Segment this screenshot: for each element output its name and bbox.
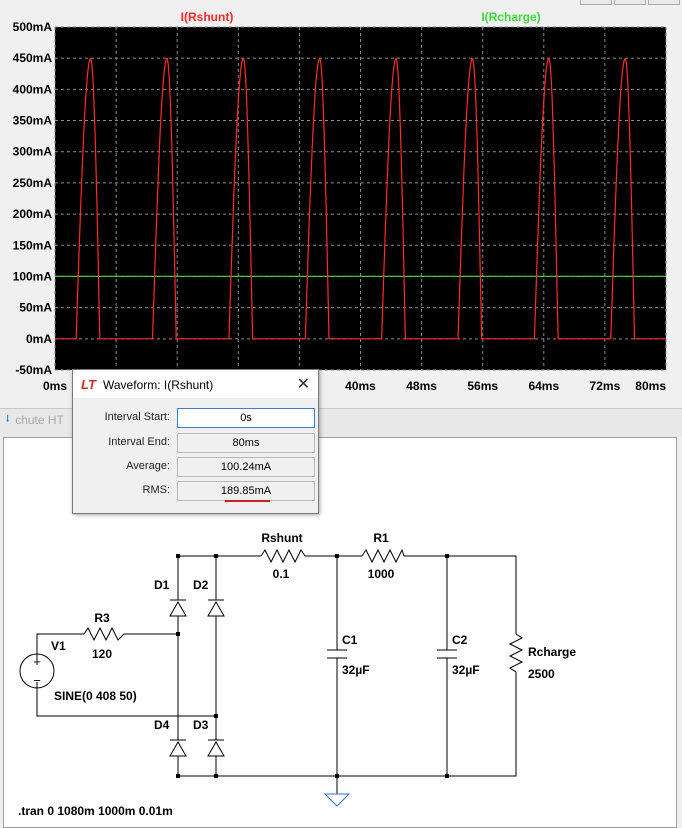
diode-d1[interactable] [169,600,187,617]
y-axis-ticks: 500mA 450mA 400mA 350mA 300mA 250mA 200mA 150mA… [13,20,53,377]
label-rshunt[interactable]: Rshunt [261,531,302,545]
schematic-tab-label: chute HT [15,413,64,427]
close-window-button[interactable] [648,0,680,5]
label-r3[interactable]: R3 [94,611,110,625]
x-tick-label: 40ms [345,379,376,393]
value-c1[interactable]: 32µF [342,663,370,677]
dialog-title-bar[interactable]: LT Waveform: I(Rshunt) ✕ [73,370,318,398]
spice-directive[interactable]: .tran 0 1080m 1000m 0.01m [18,804,173,818]
junction-dot [176,554,180,558]
window-controls [572,0,682,5]
x-tick-label: 64ms [528,379,559,393]
rms-highlight-underline [225,500,270,502]
dialog-title: Waveform: I(Rshunt) [103,378,214,392]
value-c2[interactable]: 32µF [452,663,480,677]
label-r1[interactable]: R1 [373,531,389,545]
x-tick-label: 56ms [467,379,498,393]
interval-end-field[interactable]: 80ms [177,433,315,453]
junction-dot [176,632,180,636]
y-tick-label: 350mA [13,114,53,128]
y-tick-label: 150mA [13,238,53,252]
junction-dot [176,774,180,778]
interval-start-label: Interval Start: [104,411,170,423]
rms-row: RMS: 189.85mA [73,481,318,501]
wire[interactable] [178,672,517,777]
junction-dot [214,554,218,558]
wire[interactable] [36,682,216,717]
value-r1[interactable]: 1000 [368,567,395,581]
interval-end-label: Interval End: [108,436,170,448]
y-tick-label: 50mA [19,301,52,315]
value-r3[interactable]: 120 [92,647,112,661]
voltage-source-v1[interactable] [19,653,55,689]
x-tick-label: 48ms [406,379,437,393]
source-plus-sign: + [33,654,41,669]
minimize-button[interactable] [580,0,612,5]
label-v1[interactable]: V1 [51,639,66,653]
diode-d3[interactable] [207,740,225,757]
y-tick-label: 200mA [13,207,53,221]
y-tick-label: 300mA [13,145,53,159]
y-tick-label: 250mA [13,176,53,190]
interval-start-row: Interval Start: 0s [73,408,318,428]
label-d4[interactable]: D4 [154,718,170,732]
source-minus-sign: − [33,673,41,688]
waveform-plot[interactable]: 500mA 450mA 400mA 350mA 300mA 250mA 200mA 150mA… [0,0,682,398]
resistor-r1[interactable] [361,548,405,564]
label-c1[interactable]: C1 [342,633,358,647]
x-tick-label: 72ms [590,379,621,393]
wire[interactable] [36,633,84,660]
value-rshunt[interactable]: 0.1 [273,567,290,581]
x-tick-label: 0ms [43,379,67,393]
label-rcharge[interactable]: Rcharge [528,645,576,659]
rms-label: RMS: [142,484,171,496]
label-d2[interactable]: D2 [193,578,209,592]
junction-dot [214,774,218,778]
resistor-rshunt[interactable] [260,548,306,564]
average-field[interactable]: 100.24mA [177,457,315,477]
junction-dot [335,774,339,778]
interval-start-input[interactable]: 0s [177,408,315,428]
trace-label-i-rshunt[interactable]: I(Rshunt) [181,10,234,24]
maximize-button[interactable] [614,0,646,5]
label-d1[interactable]: D1 [154,578,170,592]
average-row: Average: 100.24mA [73,457,318,477]
close-icon[interactable]: ✕ [296,376,310,393]
trace-label-i-rcharge[interactable]: I(Rcharge) [481,10,540,24]
junction-dot [335,554,339,558]
label-c2[interactable]: C2 [452,633,468,647]
resistor-rcharge[interactable] [508,633,524,673]
y-tick-label: 100mA [13,269,53,283]
y-tick-label: -50mA [15,363,52,377]
diode-d4[interactable] [169,740,187,757]
waveform-plot-window[interactable]: 500mA 450mA 400mA 350mA 300mA 250mA 200mA 150mA… [0,0,682,398]
y-tick-label: 500mA [13,20,53,34]
schematic-icon: ᛍ [4,413,12,427]
y-tick-label: 0mA [26,332,52,346]
y-tick-label: 400mA [13,82,53,96]
interval-end-row: Interval End: 80ms [73,433,318,453]
schematic-drawing[interactable]: + − Rshunt 0.1 R1 1000 R3 120 V1 SINE(0 … [4,438,676,827]
plot-area[interactable] [55,27,666,370]
value-rcharge[interactable]: 2500 [528,667,555,681]
diode-d2[interactable] [207,600,225,617]
y-tick-label: 450mA [13,51,53,65]
junction-dot [214,714,218,718]
rms-field[interactable]: 189.85mA [177,481,315,501]
x-tick-label: 80ms [635,379,666,393]
junction-dot [445,554,449,558]
dialog-body: Interval Start: 0s Interval End: 80ms Av… [73,398,318,513]
resistor-r3[interactable] [83,626,125,642]
waveform-dialog[interactable]: LT Waveform: I(Rshunt) ✕ Interval Start:… [72,369,319,514]
wire[interactable] [404,555,517,634]
value-v1[interactable]: SINE(0 408 50) [54,689,137,703]
ground-symbol[interactable] [323,793,351,807]
average-label: Average: [126,460,170,472]
junction-dot [445,774,449,778]
label-d3[interactable]: D3 [193,718,209,732]
trace-i-rshunt [55,57,666,340]
ltspice-logo-icon: LT [81,377,96,392]
